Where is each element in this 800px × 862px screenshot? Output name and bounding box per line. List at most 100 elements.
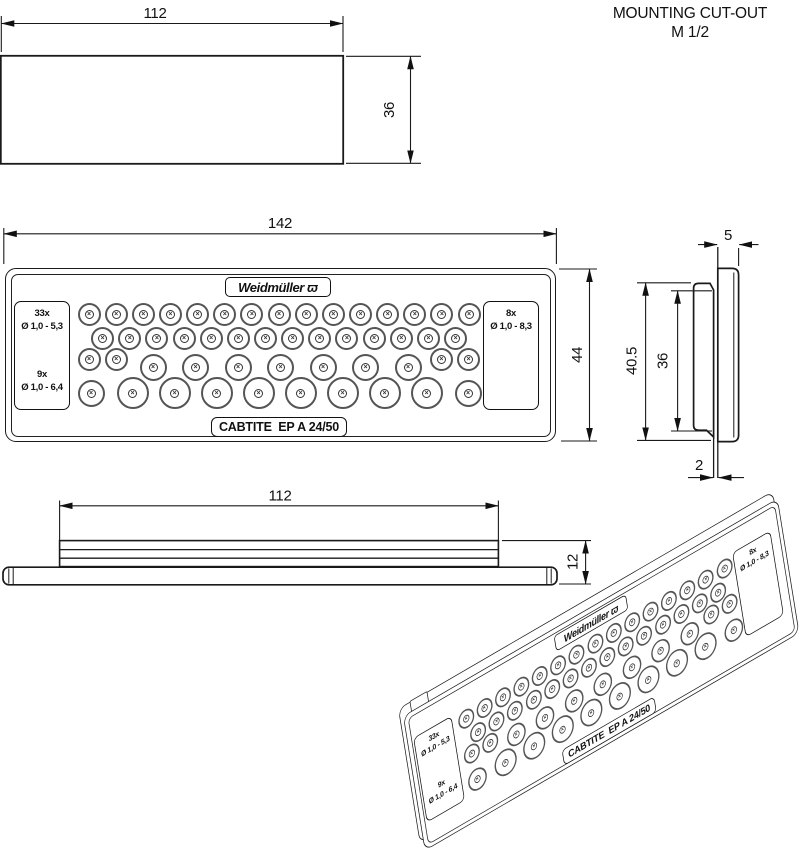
grommet-center-mark: × — [587, 707, 595, 719]
grommet-center-mark: × — [501, 757, 509, 768]
grommet-center-mark: × — [288, 333, 298, 343]
grommet-center-mark: × — [473, 773, 481, 785]
grommet-center-mark: × — [541, 712, 549, 723]
left-label-top-range: Ø 1,0 - 5,3 — [21, 321, 63, 332]
side-body — [692, 282, 715, 439]
grommet-center-mark: × — [193, 309, 203, 319]
front-width-label: 142 — [268, 215, 292, 232]
left-label-bottom-count: 9x — [37, 369, 47, 380]
grommet-center-mark: × — [98, 333, 108, 343]
grommet: × — [457, 347, 480, 371]
grommet-center-mark: × — [696, 597, 704, 609]
grommet-center-mark: × — [380, 388, 389, 398]
grommet-center-mark: × — [261, 333, 270, 343]
grommet-center-mark: × — [254, 388, 263, 398]
grommet: × — [158, 302, 182, 326]
grommet-center-mark: × — [369, 333, 379, 343]
mounting-note-line2: M 1/2 — [671, 24, 709, 41]
brand-logo-mark: ϖ — [306, 279, 318, 295]
grommet: × — [172, 326, 196, 350]
grommet: × — [394, 353, 422, 381]
grommet-center-mark: × — [361, 362, 370, 372]
grommet: × — [362, 326, 386, 350]
grommet: × — [267, 353, 294, 381]
grommet-center-mark: × — [437, 309, 447, 319]
grommet-center-mark: × — [170, 388, 179, 398]
grommet-center-mark: × — [220, 309, 230, 319]
grommet-center-mark: × — [396, 333, 406, 343]
grommet-center-mark: × — [603, 651, 611, 662]
grommet-center-mark: × — [673, 657, 681, 669]
grommet: × — [104, 347, 128, 371]
grommet-center-mark: × — [714, 587, 722, 598]
grommet: × — [104, 302, 128, 326]
grommet: × — [131, 302, 155, 326]
grommet-center-mark: × — [296, 388, 305, 398]
grommet: × — [284, 377, 317, 409]
grommet-center-mark: × — [511, 704, 519, 716]
grommet-center-mark: × — [436, 354, 446, 364]
grommet-center-mark: × — [499, 691, 507, 703]
grommet-center-mark: × — [677, 608, 685, 619]
top-view-base — [2, 566, 558, 586]
grommet: × — [158, 377, 191, 409]
grommet-center-mark: × — [566, 672, 575, 684]
grommet-center-mark: × — [627, 661, 636, 673]
grommet-center-mark: × — [665, 595, 673, 606]
grommet: × — [416, 326, 440, 350]
grommet-center-mark: × — [729, 624, 738, 636]
grommet: × — [254, 326, 277, 350]
grommet: × — [444, 326, 468, 350]
grommet-center-mark: × — [212, 388, 221, 398]
grommet-center-mark: × — [701, 641, 709, 652]
grommet: × — [454, 379, 482, 407]
grommet: × — [224, 353, 252, 381]
grommet: × — [186, 302, 210, 326]
grommet-center-mark: × — [247, 309, 257, 319]
grommet-center-mark: × — [410, 309, 420, 319]
side-view: 5 40.5 36 2 — [624, 227, 759, 481]
grommet-center-mark: × — [356, 309, 365, 319]
grommet: × — [213, 302, 237, 326]
grommet-center-mark: × — [148, 362, 158, 372]
grommet-center-mark: × — [474, 726, 482, 737]
side-inner-height-label: 36 — [655, 353, 672, 369]
grommet-center-mark: × — [111, 309, 121, 319]
top-thickness-label: 12 — [565, 554, 582, 570]
grommet-center-mark: × — [615, 690, 624, 702]
grommet-center-mark: × — [464, 354, 473, 364]
grommet: × — [410, 377, 443, 409]
grommet: × — [77, 379, 105, 407]
grommet: × — [349, 302, 372, 326]
grommet: × — [118, 326, 142, 350]
grommet-center-mark: × — [517, 681, 525, 692]
grommet: × — [429, 347, 453, 371]
grommet-center-mark: × — [86, 388, 96, 398]
grommet-center-mark: × — [486, 737, 494, 748]
grommet: × — [352, 353, 379, 381]
cutout-rectangle — [0, 54, 345, 165]
side-height-label: 40.5 — [624, 347, 641, 375]
grommet-center-mark: × — [338, 388, 347, 398]
grommet-center-mark: × — [423, 333, 433, 343]
grommet: × — [368, 377, 401, 409]
grommet-center-mark: × — [529, 694, 538, 705]
grommet-center-mark: × — [628, 616, 636, 628]
grommet-center-mark: × — [646, 605, 655, 617]
cutout-view: 112 36 — [0, 5, 421, 165]
grommet-center-mark: × — [315, 333, 325, 343]
grommet-center-mark: × — [318, 362, 328, 372]
grommet: × — [240, 302, 264, 326]
grommet-center-mark: × — [84, 309, 94, 319]
cutout-width-label: 112 — [143, 5, 166, 22]
grommet-center-mark: × — [656, 645, 665, 656]
grommet: × — [335, 326, 359, 350]
brand-text: Weidmüller — [238, 279, 304, 295]
model-label: CABTITE EP A 24/50 — [211, 417, 347, 437]
grommet: × — [326, 377, 359, 409]
